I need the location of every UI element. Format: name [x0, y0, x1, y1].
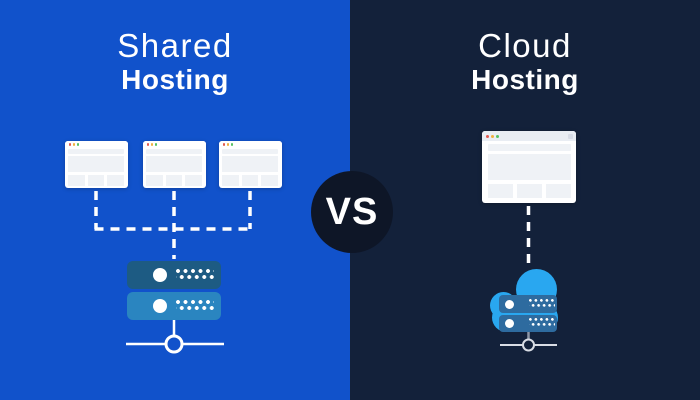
minimize-dot-icon: [72, 143, 75, 146]
page-content-placeholder: [68, 156, 124, 172]
browser-window-icon: [64, 141, 128, 188]
browser-window-icon: [142, 141, 206, 188]
minimize-dot-icon: [150, 143, 153, 146]
minimize-dot-icon: [491, 134, 494, 138]
window-controls-icon: [142, 141, 206, 148]
content-block: [516, 184, 542, 198]
close-dot-icon: [146, 143, 149, 146]
maximize-dot-icon: [76, 143, 80, 146]
cloud-panel-title: Cloud Hosting: [350, 27, 700, 95]
close-dot-icon: [222, 143, 225, 146]
window-controls-icon: [64, 141, 128, 148]
page-content-placeholder: [222, 156, 278, 172]
page-footer-blocks: [68, 174, 125, 186]
content-block: [222, 174, 239, 186]
address-bar-placeholder: [487, 144, 571, 151]
minimize-dot-icon: [226, 143, 229, 146]
content-block: [146, 174, 163, 186]
server-rack: [499, 295, 557, 313]
titlebar-button-icon: [568, 133, 573, 139]
content-block: [165, 174, 183, 186]
content-block: [487, 184, 513, 198]
address-bar-placeholder: [68, 149, 124, 154]
server-stack-icon: [127, 261, 221, 322]
server-rack: [127, 291, 221, 320]
maximize-dot-icon: [154, 143, 158, 146]
rack-led-icon: [153, 268, 167, 282]
address-bar-placeholder: [146, 149, 202, 154]
panel-title-bold: Hosting: [471, 64, 579, 95]
shared-hosting-panel: Shared Hosting: [0, 0, 350, 400]
panel-title-bold: Hosting: [121, 64, 229, 95]
content-block: [241, 174, 259, 186]
content-block: [87, 174, 105, 186]
window-controls-icon: [482, 131, 576, 141]
rack-vents-icon: [176, 269, 214, 281]
page-content-placeholder: [146, 156, 202, 172]
maximize-dot-icon: [230, 143, 234, 146]
maximize-dot-icon: [496, 134, 499, 138]
panel-title-light: Cloud: [478, 27, 572, 64]
panel-title-light: Shared: [117, 27, 233, 64]
server-rack: [499, 314, 557, 332]
window-controls-icon: [218, 141, 282, 148]
rack-vents-icon: [529, 298, 555, 309]
rack-vents-icon: [529, 318, 555, 328]
content-block: [185, 174, 203, 186]
page-footer-blocks: [146, 174, 203, 186]
close-dot-icon: [486, 134, 489, 138]
server-rack: [127, 261, 221, 289]
cloud-hosting-panel: Cloud Hosting: [350, 0, 700, 400]
vs-badge: VS: [311, 171, 393, 253]
browser-window-icon: [218, 141, 282, 188]
network-node-icon: [164, 334, 184, 354]
rack-led-icon: [505, 319, 514, 328]
page-footer-blocks: [487, 184, 571, 198]
content-block: [68, 174, 85, 186]
shared-panel-title: Shared Hosting: [0, 27, 350, 95]
browser-window-icon: [482, 131, 576, 203]
rack-led-icon: [505, 299, 514, 309]
content-block: [261, 174, 279, 186]
cloud-server-icon: [499, 295, 557, 334]
address-bar-placeholder: [222, 149, 278, 154]
vs-badge-label: VS: [325, 190, 379, 233]
rack-vents-icon: [176, 299, 214, 312]
close-dot-icon: [68, 143, 71, 146]
rack-led-icon: [153, 298, 167, 313]
network-node-icon: [522, 338, 535, 352]
page-content-placeholder: [487, 154, 571, 180]
content-block: [545, 184, 571, 198]
content-block: [107, 174, 125, 186]
page-footer-blocks: [222, 174, 279, 186]
